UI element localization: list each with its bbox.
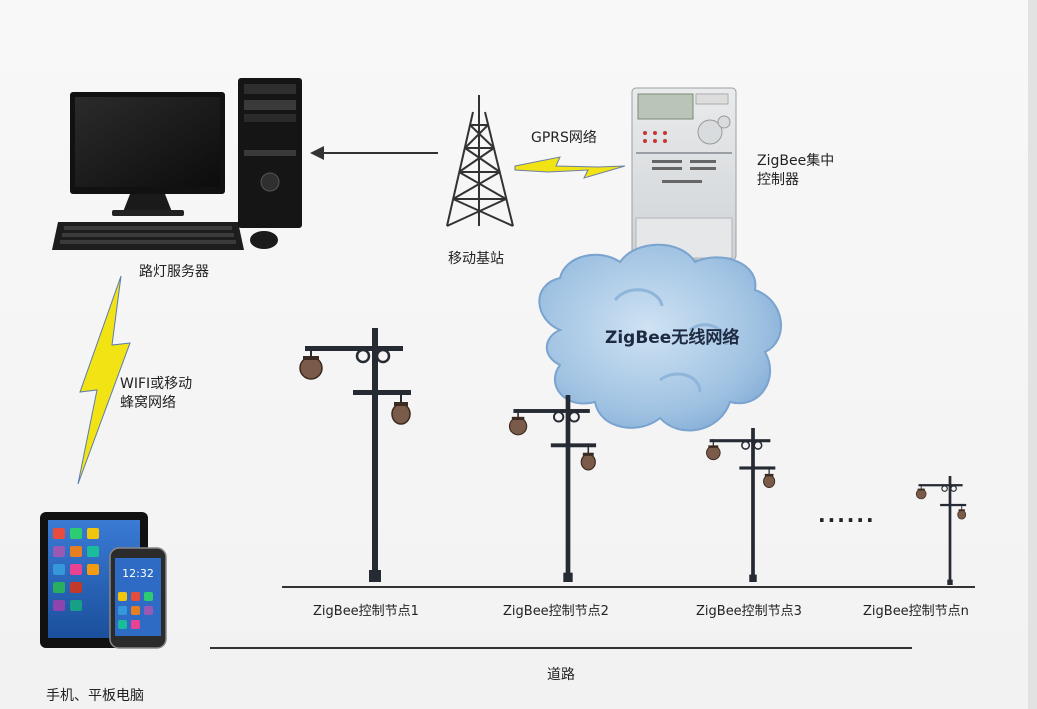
- zigbee-concentrator-icon: [631, 87, 737, 261]
- node-label-n: ZigBee控制节点n: [863, 604, 969, 619]
- wifi-label-line2: 蜂窝网络: [120, 395, 176, 411]
- server-computer-icon: [52, 78, 302, 250]
- road-label: 道路: [547, 667, 575, 683]
- zigbee-network-label: ZigBee无线网络: [605, 328, 740, 348]
- base-station-tower-icon: [446, 95, 514, 227]
- phone-clock: 12:32: [122, 567, 154, 580]
- node-label-1: ZigBee控制节点1: [313, 604, 419, 619]
- tablet-phone-icon: 12:32: [40, 512, 167, 649]
- street-lights: [299, 328, 967, 585]
- data-flow-arrow: [310, 146, 438, 160]
- gprs-label: GPRS网络: [531, 130, 597, 146]
- zigbee-cloud-icon: [538, 243, 782, 432]
- street-light-2: [508, 395, 597, 582]
- wifi-lightning-icon: [77, 275, 131, 485]
- street-light-3: [706, 428, 776, 582]
- mobile-devices-label: 手机、平板电脑: [46, 688, 144, 704]
- ellipsis-label: ......: [818, 503, 876, 527]
- gprs-lightning-icon: [514, 156, 626, 179]
- right-edge-band: [1028, 0, 1037, 709]
- wifi-label-line1: WIFI或移动: [120, 376, 193, 392]
- concentrator-label-line2: 控制器: [757, 172, 799, 188]
- node-label-2: ZigBee控制节点2: [503, 604, 609, 619]
- street-light-1: [299, 328, 411, 582]
- street-light-4: [915, 476, 967, 585]
- concentrator-label-line1: ZigBee集中: [757, 153, 835, 169]
- server-label: 路灯服务器: [139, 264, 209, 280]
- node-label-3: ZigBee控制节点3: [696, 604, 802, 619]
- base-station-label: 移动基站: [448, 251, 504, 267]
